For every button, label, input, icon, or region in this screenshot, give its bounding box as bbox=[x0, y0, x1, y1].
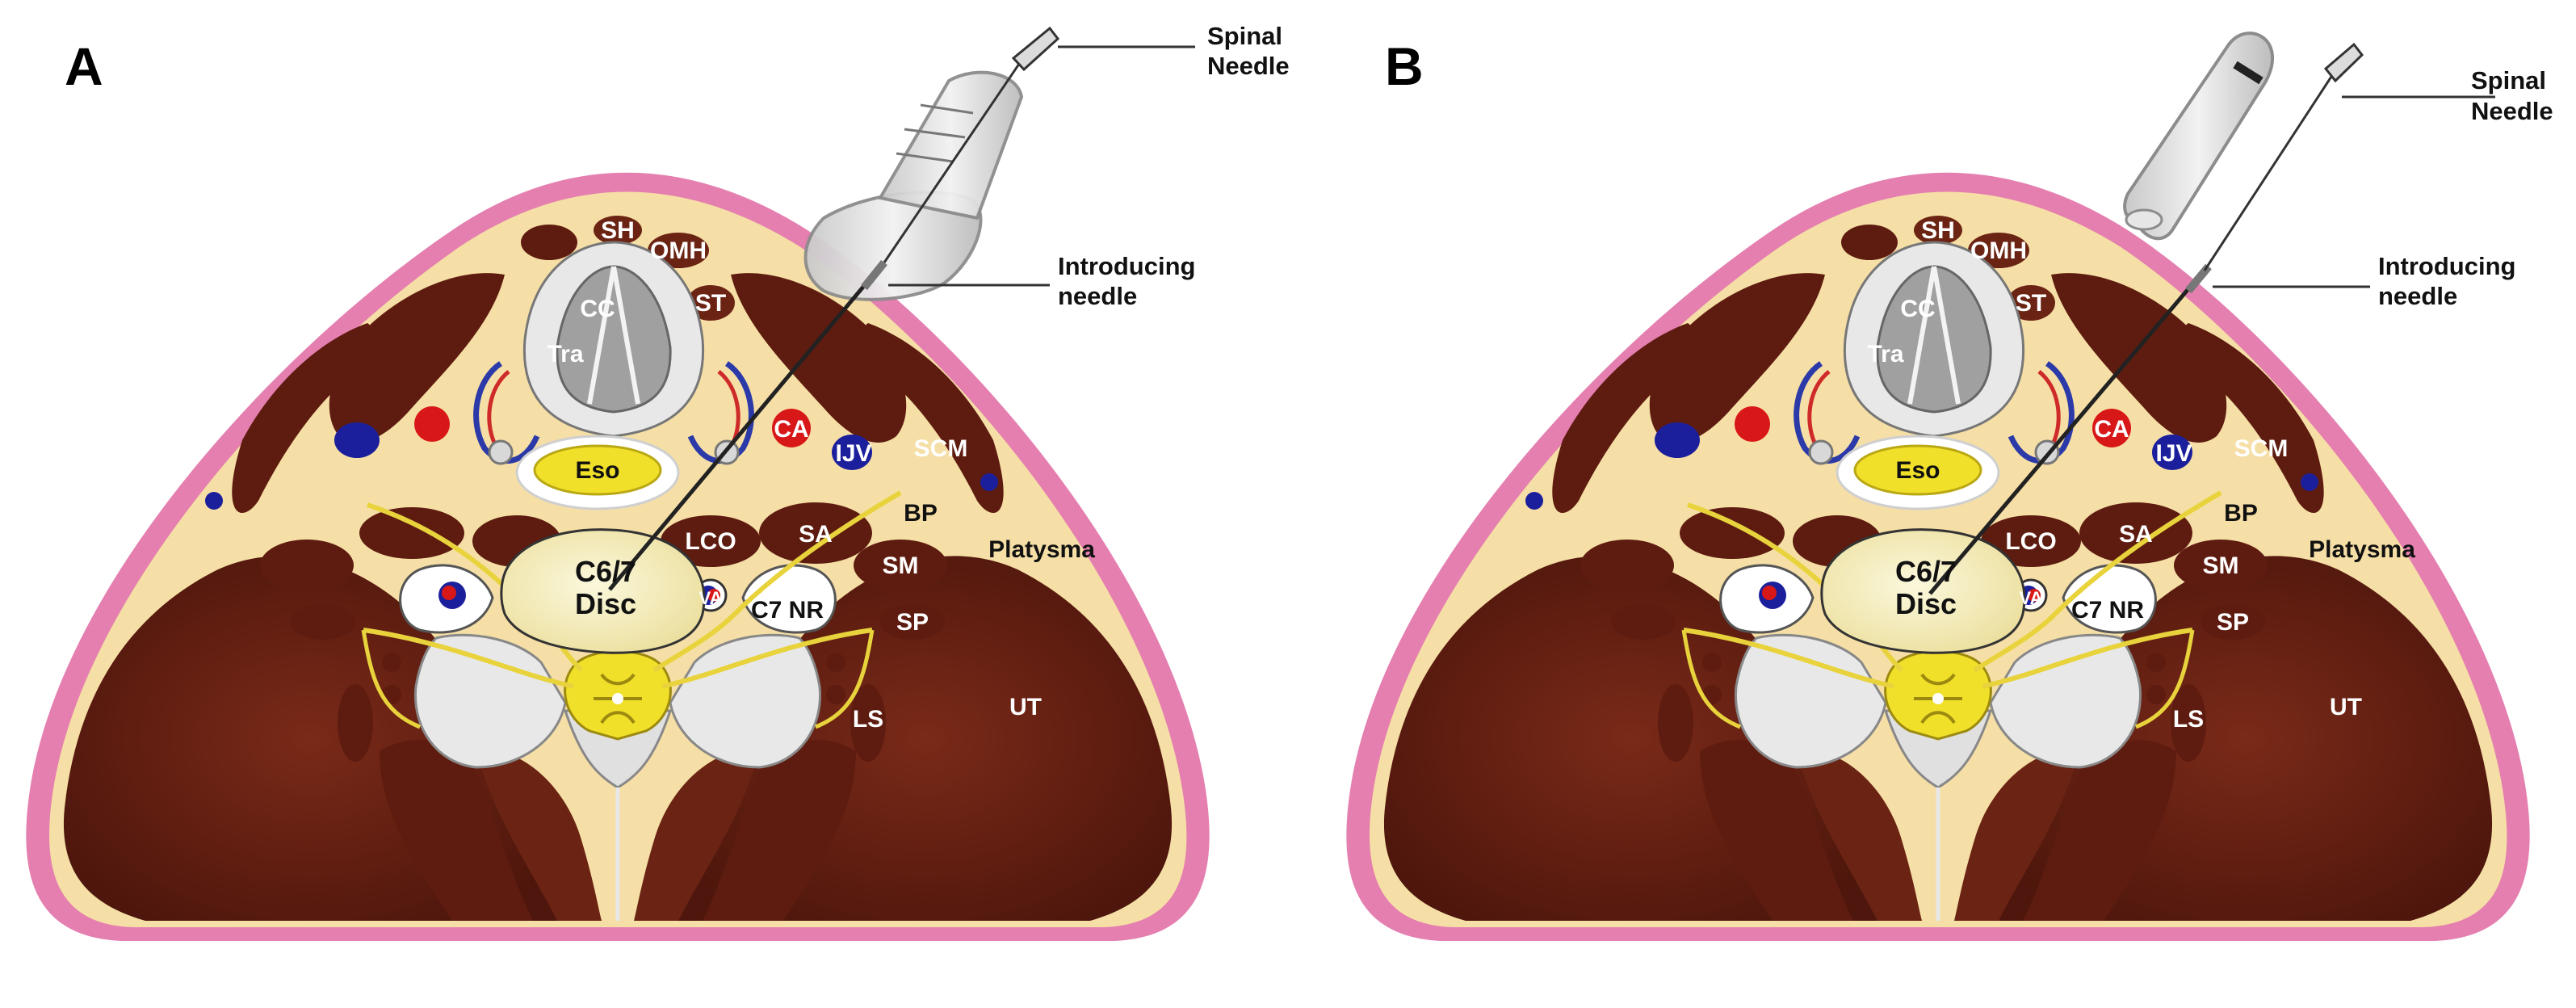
bp-label: BP bbox=[2224, 500, 2258, 527]
va-label: VA bbox=[699, 588, 723, 608]
sm-label: SM bbox=[883, 552, 919, 579]
platysma-label: Platysma bbox=[2309, 536, 2415, 563]
introducing-needle-label-line1: Introducing bbox=[1058, 252, 1195, 280]
panel-b: B Spinal Needle Introducing needle SH OM… bbox=[1346, 32, 2553, 941]
lco-label: LCO bbox=[2005, 528, 2056, 555]
ijv-label: IJV bbox=[2155, 440, 2192, 467]
panel-a: A Spinal Needle Introducing needle SH OM… bbox=[26, 22, 1290, 941]
spinal-needle bbox=[2203, 42, 2364, 271]
scm-label: SCM bbox=[914, 435, 968, 462]
spinal-needle-label-line1: Spinal bbox=[2471, 66, 2546, 94]
introducing-needle-label-line2: needle bbox=[1058, 282, 1137, 310]
panel-letter-a: A bbox=[65, 36, 103, 96]
sp-label: SP bbox=[896, 609, 929, 636]
disc-label-line1: C6/7 bbox=[1895, 555, 1957, 588]
tra-label: Tra bbox=[547, 341, 583, 368]
spinal-needle-label-line2: Needle bbox=[1207, 52, 1290, 80]
introducing-needle-label-line2: needle bbox=[2378, 282, 2457, 310]
ultrasound-probe bbox=[2123, 32, 2275, 241]
spinal-needle-label-line1: Spinal bbox=[1207, 22, 1282, 50]
omh-label: OMH bbox=[650, 237, 707, 264]
panel-letter-b: B bbox=[1385, 36, 1424, 96]
st-label: ST bbox=[695, 290, 726, 317]
bp-label: BP bbox=[904, 500, 938, 527]
introducing-needle bbox=[608, 259, 887, 591]
sa-label: SA bbox=[799, 521, 833, 548]
sm-label: SM bbox=[2203, 552, 2239, 579]
eso-label: Eso bbox=[575, 457, 619, 484]
va-label: VA bbox=[2020, 588, 2043, 608]
eso-label: Eso bbox=[1895, 457, 1940, 484]
platysma-label: Platysma bbox=[988, 536, 1095, 563]
disc-label-line2: Disc bbox=[575, 587, 636, 620]
lco-label: LCO bbox=[685, 528, 736, 555]
c7-nr-label: C7 NR bbox=[2071, 597, 2144, 624]
disc-label-line1: C6/7 bbox=[575, 555, 636, 588]
introducing-needle-label-line1: Introducing bbox=[2378, 252, 2515, 280]
ca-label: CA bbox=[774, 416, 808, 443]
ls-label: LS bbox=[2173, 706, 2204, 733]
ut-label: UT bbox=[2330, 694, 2362, 720]
scm-label: SCM bbox=[2234, 435, 2289, 462]
ut-label: UT bbox=[1009, 694, 1042, 720]
cc-label: CC bbox=[1900, 296, 1935, 322]
tra-label: Tra bbox=[1867, 341, 1903, 368]
st-label: ST bbox=[2016, 290, 2046, 317]
ca-label: CA bbox=[2094, 416, 2129, 443]
ls-label: LS bbox=[853, 706, 883, 733]
spinal-needle bbox=[883, 26, 1060, 263]
disc-label-line2: Disc bbox=[1895, 587, 1957, 620]
sa-label: SA bbox=[2119, 521, 2153, 548]
sp-label: SP bbox=[2217, 609, 2249, 636]
ultrasound-probe bbox=[803, 70, 1024, 301]
sh-label: SH bbox=[601, 217, 635, 244]
ijv-label: IJV bbox=[835, 440, 871, 467]
spinal-needle-label-line2: Needle bbox=[2471, 97, 2553, 125]
omh-label: OMH bbox=[1970, 237, 2027, 264]
cc-label: CC bbox=[580, 296, 615, 322]
c7-nr-label: C7 NR bbox=[751, 597, 824, 624]
sh-label: SH bbox=[1921, 217, 1955, 244]
